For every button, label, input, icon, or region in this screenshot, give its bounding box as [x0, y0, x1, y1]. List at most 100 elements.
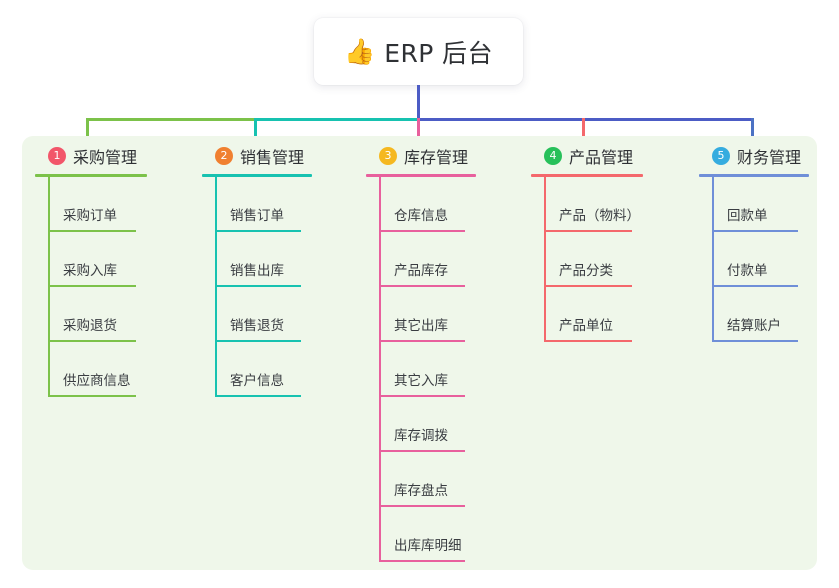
category-header-4[interactable]: 4 产品管理: [531, 143, 643, 169]
menu-item-underline: [379, 340, 465, 342]
menu-item-underline: [215, 340, 301, 342]
menu-item-label: 产品库存: [394, 263, 448, 279]
category-underline-5: [699, 174, 809, 177]
menu-item-label: 销售退货: [230, 318, 284, 334]
menu-item[interactable]: 付款单: [712, 232, 809, 287]
menu-item[interactable]: 供应商信息: [48, 342, 147, 397]
menu-item[interactable]: 客户信息: [215, 342, 312, 397]
menu-item-underline: [379, 560, 465, 562]
menu-item-underline: [215, 285, 301, 287]
category-title-5: 财务管理: [737, 148, 802, 167]
menu-item[interactable]: 产品库存: [379, 232, 476, 287]
category-column-2[interactable]: 2 销售管理销售订单销售出库销售退货客户信息: [202, 143, 312, 397]
menu-item-underline: [48, 230, 136, 232]
menu-item-label: 库存盘点: [394, 483, 448, 499]
category-badge-2: 2: [215, 147, 233, 165]
menu-item[interactable]: 产品分类: [544, 232, 643, 287]
categories-panel: [22, 136, 817, 570]
root-node-title: ERP 后台: [384, 38, 493, 68]
menu-item[interactable]: 销售订单: [215, 177, 312, 232]
menu-item[interactable]: 销售出库: [215, 232, 312, 287]
category-title-4: 产品管理: [569, 148, 634, 167]
menu-item-underline: [48, 395, 136, 397]
menu-item[interactable]: 仓库信息: [379, 177, 476, 232]
menu-item-label: 客户信息: [230, 373, 284, 389]
menu-item-underline: [48, 340, 136, 342]
menu-item-label: 采购订单: [63, 208, 117, 224]
category-underline-1: [35, 174, 147, 177]
menu-item-label: 仓库信息: [394, 208, 448, 224]
category-spine-1: [48, 177, 50, 397]
category-badge-4: 4: [544, 147, 562, 165]
category-items-1: 采购订单采购入库采购退货供应商信息: [35, 177, 147, 397]
category-items-4: 产品（物料） 产品分类产品单位: [531, 177, 643, 342]
menu-item-underline: [215, 395, 301, 397]
menu-item-underline: [712, 230, 798, 232]
root-stem-line: [417, 85, 420, 121]
menu-item-label: 销售出库: [230, 263, 284, 279]
root-node[interactable]: 👍 ERP 后台: [314, 18, 523, 85]
menu-item[interactable]: 库存盘点: [379, 452, 476, 507]
menu-item-label: 结算账户: [727, 318, 781, 334]
category-underline-3: [366, 174, 476, 177]
menu-item-label: 采购入库: [63, 263, 117, 279]
menu-item[interactable]: 库存调拨: [379, 397, 476, 452]
category-header-1[interactable]: 1 采购管理: [35, 143, 147, 169]
menu-item-label: 出库库明细: [394, 538, 462, 554]
category-underline-2: [202, 174, 312, 177]
category-underline-4: [531, 174, 643, 177]
menu-item-label: 产品分类: [559, 263, 613, 279]
menu-item[interactable]: 采购订单: [48, 177, 147, 232]
menu-item-underline: [379, 285, 465, 287]
category-title-3: 库存管理: [404, 148, 469, 167]
category-column-1[interactable]: 1 采购管理采购订单采购入库采购退货供应商信息: [35, 143, 147, 397]
category-header-2[interactable]: 2 销售管理: [202, 143, 312, 169]
menu-item-underline: [544, 230, 632, 232]
bus-segment-3: [418, 118, 752, 121]
category-title-1: 采购管理: [73, 148, 138, 167]
menu-item[interactable]: 其它入库: [379, 342, 476, 397]
category-column-4[interactable]: 4 产品管理产品（物料） 产品分类产品单位: [531, 143, 643, 342]
menu-item-underline: [712, 340, 798, 342]
category-items-3: 仓库信息产品库存其它出库其它入库库存调拨库存盘点出库库明细: [366, 177, 476, 562]
menu-item[interactable]: 其它出库: [379, 287, 476, 342]
menu-item-label: 产品单位: [559, 318, 613, 334]
menu-item[interactable]: 回款单: [712, 177, 809, 232]
category-badge-5: 5: [712, 147, 730, 165]
category-title-2: 销售管理: [240, 148, 305, 167]
category-badge-1: 1: [48, 147, 66, 165]
bus-segment-2: [255, 118, 418, 121]
menu-item[interactable]: 结算账户: [712, 287, 809, 342]
thumbs-up-icon: 👍: [344, 37, 376, 66]
category-header-3[interactable]: 3 库存管理: [366, 143, 476, 169]
category-badge-3: 3: [379, 147, 397, 165]
menu-item-underline: [48, 285, 136, 287]
menu-item-underline: [379, 395, 465, 397]
menu-item-underline: [379, 450, 465, 452]
category-spine-4: [544, 177, 546, 342]
category-column-3[interactable]: 3 库存管理仓库信息产品库存其它出库其它入库库存调拨库存盘点出库库明细: [366, 143, 476, 562]
menu-item[interactable]: 采购退货: [48, 287, 147, 342]
menu-item-underline: [215, 230, 301, 232]
menu-item[interactable]: 产品（物料）: [544, 177, 643, 232]
menu-item-underline: [379, 505, 465, 507]
category-items-2: 销售订单销售出库销售退货客户信息: [202, 177, 312, 397]
menu-item-underline: [379, 230, 465, 232]
category-header-5[interactable]: 5 财务管理: [699, 143, 809, 169]
category-column-5[interactable]: 5 财务管理回款单付款单结算账户: [699, 143, 809, 342]
menu-item-label: 其它出库: [394, 318, 448, 334]
category-spine-2: [215, 177, 217, 397]
menu-item-label: 采购退货: [63, 318, 117, 334]
bus-segment-1: [87, 118, 255, 121]
category-spine-5: [712, 177, 714, 342]
menu-item[interactable]: 采购入库: [48, 232, 147, 287]
menu-item-label: 产品（物料）: [559, 208, 640, 224]
menu-item-label: 回款单: [727, 208, 768, 224]
menu-item-label: 付款单: [727, 263, 768, 279]
menu-item[interactable]: 产品单位: [544, 287, 643, 342]
menu-item[interactable]: 出库库明细: [379, 507, 476, 562]
menu-item-label: 库存调拨: [394, 428, 448, 444]
menu-item[interactable]: 销售退货: [215, 287, 312, 342]
category-items-5: 回款单付款单结算账户: [699, 177, 809, 342]
